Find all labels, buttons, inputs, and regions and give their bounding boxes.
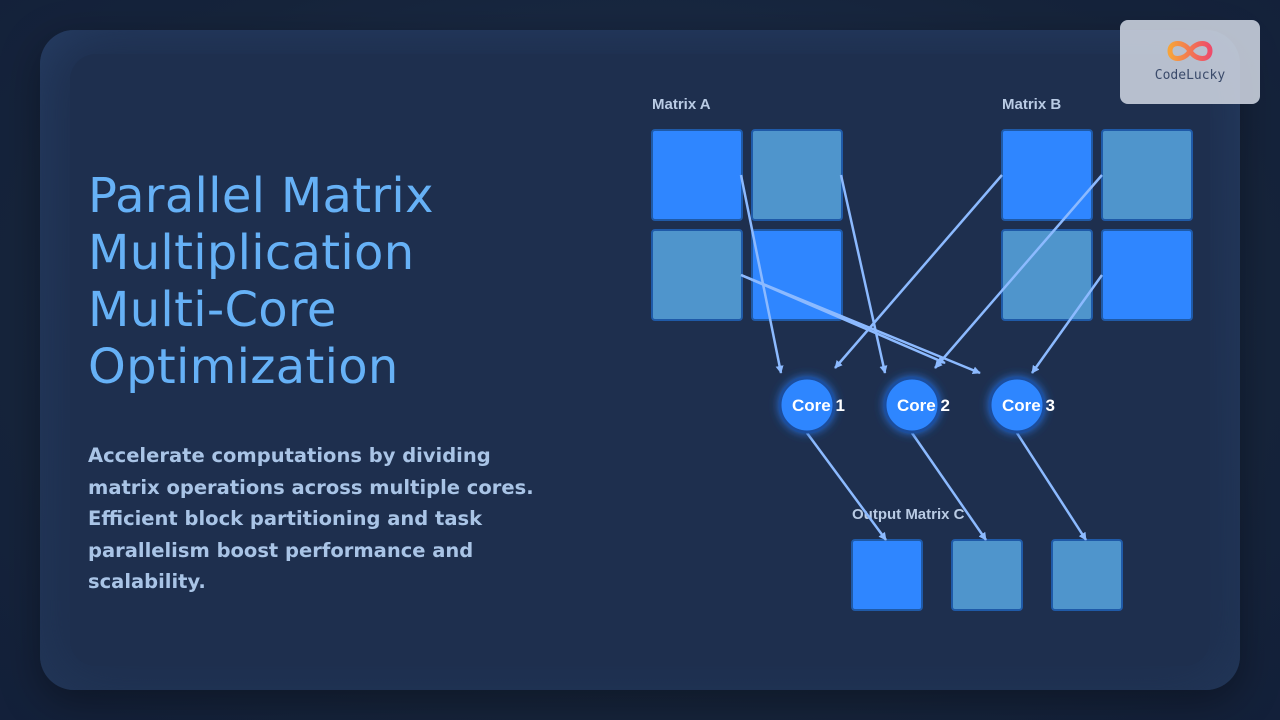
flow-arrow: [740, 273, 946, 365]
title-line-1: Parallel Matrix: [88, 168, 434, 224]
flow-arrow: [805, 432, 888, 541]
output-matrix-c: [851, 539, 1123, 611]
output-matrix-block: [1051, 539, 1123, 611]
page-title: Parallel Matrix Multiplication Multi-Cor…: [88, 168, 608, 396]
matrix-a-block: [751, 129, 843, 221]
core-1-node: [778, 376, 836, 434]
title-line-2: Multiplication: [88, 225, 415, 281]
output-matrix-block: [951, 539, 1023, 611]
flow-arrow: [934, 174, 1103, 369]
title-line-3: Multi-Core: [88, 282, 337, 338]
core-2-node: [883, 376, 941, 434]
arrows: [739, 174, 1104, 541]
matrix-a-block: [651, 129, 743, 221]
infinity-logo-icon: [1167, 41, 1213, 61]
core-1-label: Core 1: [792, 396, 845, 415]
matrix-a: [651, 129, 843, 321]
matrix-a-label: Matrix A: [652, 96, 711, 113]
core-3: Core 3: [988, 376, 1055, 434]
matrix-b-label: Matrix B: [1002, 96, 1061, 113]
core-1: Core 1: [778, 376, 845, 434]
flow-arrow: [834, 174, 1003, 369]
matrix-a-block: [651, 229, 743, 321]
flow-arrow: [739, 174, 784, 374]
matrix-b-block: [1001, 129, 1093, 221]
flow-arrow: [910, 432, 988, 541]
flow-arrow: [839, 174, 888, 374]
core-3-label: Core 3: [1002, 396, 1055, 415]
flow-arrow: [1030, 274, 1104, 374]
codelucky-logo: CodeLucky: [1120, 20, 1260, 104]
matrix-b-block: [1101, 229, 1193, 321]
output-matrix-label: Output Matrix C: [852, 506, 965, 523]
matrix-b-block: [1101, 129, 1193, 221]
matrix-b: [1001, 129, 1193, 321]
title-line-4: Optimization: [88, 339, 399, 395]
core-2-label: Core 2: [897, 396, 950, 415]
output-matrix-block: [851, 539, 923, 611]
flow-arrow: [1015, 432, 1088, 541]
logo-text: CodeLucky: [1154, 68, 1226, 83]
matrix-a-block: [751, 229, 843, 321]
core-3-node: [988, 376, 1046, 434]
description-text: Accelerate computations by dividing matr…: [88, 444, 534, 593]
core-2: Core 2: [883, 376, 950, 434]
matrix-b-block: [1001, 229, 1093, 321]
